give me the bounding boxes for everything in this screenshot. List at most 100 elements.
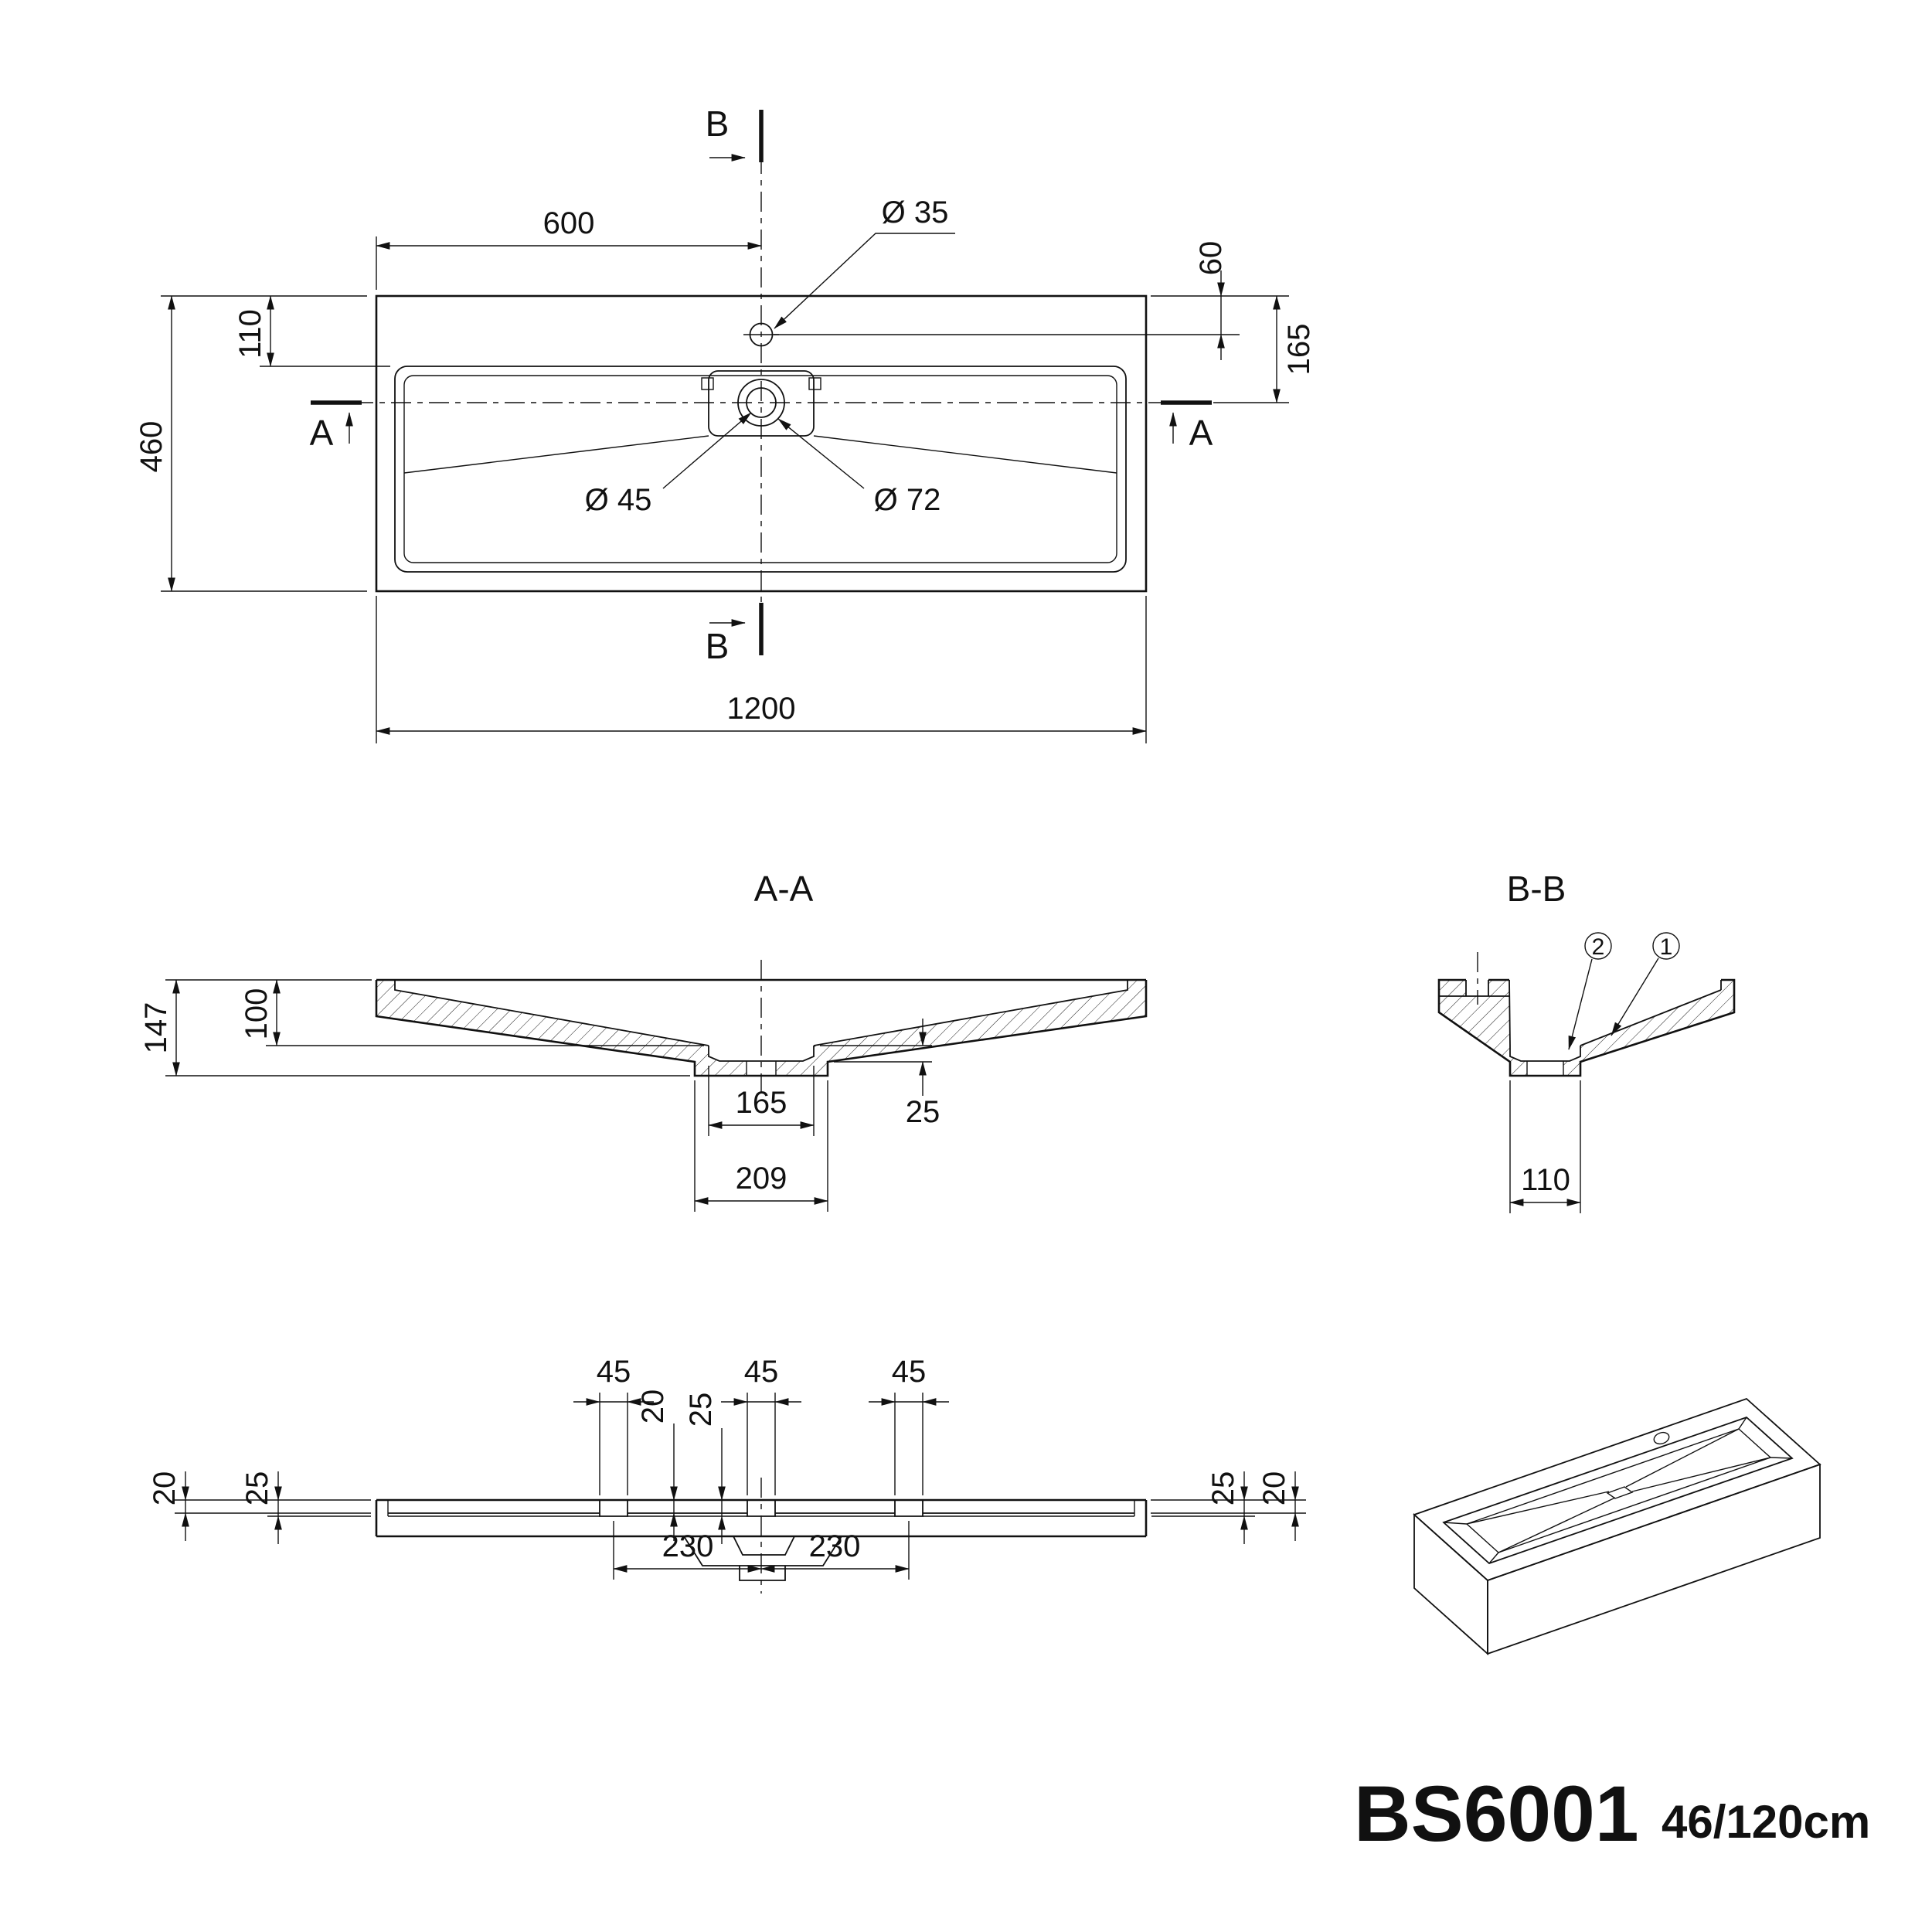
dim-165-plan: 165	[1213, 295, 1316, 403]
plan-floor-crease-left	[403, 435, 709, 474]
section-b-bottom-label: B	[706, 626, 730, 666]
bb-hatch-deck-left	[1439, 980, 1466, 996]
section-a-left-label: A	[310, 413, 334, 453]
dim-faucet-hole: Ø 35	[774, 196, 955, 329]
dim-100-label: 100	[240, 988, 274, 1040]
model-size: 46/120cm	[1662, 1796, 1870, 1848]
dim-110-bb-label: 110	[1521, 1163, 1570, 1197]
bb-basin-profile	[1509, 979, 1722, 1062]
callout-1-label: 1	[1660, 934, 1673, 960]
dim-147-label: 147	[139, 1002, 173, 1054]
bb-hatch-front-wall	[1721, 980, 1734, 1012]
section-marker-b-bottom: B	[706, 603, 764, 666]
dim-45-center: 45	[721, 1355, 801, 1495]
title-block: BS6001 46/120cm	[1354, 1770, 1870, 1858]
section-marker-a-left: A	[310, 400, 362, 453]
dim-460: 460	[134, 295, 367, 592]
dim-45-center-label: 45	[744, 1355, 779, 1389]
bb-hatch-front-floor	[1580, 990, 1734, 1062]
plan-basin-rim-outer	[394, 366, 1127, 573]
callout-2-leader	[1568, 958, 1593, 1050]
bottom-strip-outline	[375, 1498, 1148, 1538]
dim-20-right: 20	[1151, 1471, 1306, 1541]
model-number: BS6001	[1354, 1770, 1639, 1858]
bottom-slot-left	[599, 1500, 628, 1517]
dim-25-aa-label: 25	[906, 1095, 940, 1129]
dim-20-left-label: 20	[148, 1471, 182, 1506]
dim-45-right: 45	[869, 1355, 949, 1495]
bottom-end-reliefs	[387, 1500, 1135, 1516]
callout-1-circle	[1652, 932, 1680, 960]
dim-60: 60	[1151, 241, 1289, 360]
dim-147: 147	[139, 979, 690, 1077]
iso-drain-square	[1606, 1486, 1634, 1499]
dim-drain-hole: Ø 45	[585, 412, 752, 517]
dim-1200: 1200	[376, 596, 1147, 743]
section-aa-title: A-A	[754, 869, 814, 909]
plan-basin-rim-inner	[403, 375, 1117, 563]
bb-hatch-back-wall	[1439, 996, 1510, 1062]
section-marker-a-right: A	[1161, 400, 1213, 453]
callout-2-circle	[1584, 932, 1612, 960]
dim-20-left: 20	[148, 1471, 371, 1541]
dim-110-bb: 110	[1509, 1080, 1581, 1213]
isometric-view	[1413, 1397, 1821, 1656]
aa-hatch-right-wall	[1128, 980, 1146, 1016]
dim-100: 100	[240, 979, 704, 1046]
callout-2: 2	[1568, 932, 1612, 1050]
plan-drain-clip-right	[808, 377, 821, 390]
bb-hatch-deck-right	[1488, 980, 1509, 996]
iso-basin-rim	[1442, 1416, 1794, 1565]
dim-60-label: 60	[1194, 241, 1228, 276]
dim-600-label: 600	[543, 206, 595, 240]
dim-20-right-label: 20	[1257, 1471, 1291, 1506]
dim-45-right-label: 45	[892, 1355, 927, 1389]
bb-deck-underside	[1439, 980, 1509, 997]
aa-hatch-drain-right	[776, 1056, 828, 1076]
dim-600: 600	[376, 206, 762, 290]
dim-110: 110	[233, 295, 390, 367]
aa-hatch-right-floor	[814, 990, 1146, 1062]
dim-165-plan-label: 165	[1282, 324, 1316, 376]
dim-209: 209	[694, 1080, 828, 1212]
section-bb-title: B-B	[1507, 869, 1566, 909]
dim-25-aa: 25	[820, 1019, 940, 1129]
dim-20-center: 20	[636, 1389, 678, 1541]
dim-165-aa-label: 165	[736, 1086, 787, 1120]
dim-drain-flange-label: Ø 72	[874, 483, 941, 517]
dim-25-right: 25	[1151, 1471, 1255, 1544]
iso-left-face	[1413, 1512, 1488, 1656]
bottom-slot-right	[894, 1500, 923, 1517]
dim-45-left: 45	[573, 1355, 654, 1495]
callout-2-label: 2	[1592, 934, 1605, 960]
dim-faucet-hole-label: Ø 35	[882, 196, 949, 230]
dim-230-left-label: 230	[662, 1529, 714, 1563]
dim-230-right-label: 230	[809, 1529, 861, 1563]
dim-165-aa: 165	[708, 1066, 815, 1136]
aa-hatch-left-floor	[376, 990, 709, 1062]
dim-25-left-label: 25	[240, 1471, 274, 1506]
iso-faucet-hole	[1653, 1431, 1670, 1445]
aa-hatch-drain-left	[695, 1056, 747, 1076]
aa-drain-hole	[746, 1061, 777, 1076]
bottom-view: 45 45 45 20	[148, 1355, 1306, 1594]
plan-floor-crease-right	[813, 435, 1117, 474]
section-aa-view: A-A 147 100 165	[139, 869, 1148, 1212]
dim-209-label: 209	[736, 1162, 787, 1196]
dim-drain-hole-label: Ø 45	[585, 483, 652, 517]
dim-25-left: 25	[240, 1471, 371, 1544]
section-bb-view: B-B 2 1 110	[1437, 869, 1736, 1213]
dim-230-right: 230	[760, 1521, 910, 1580]
section-a-right-label: A	[1189, 413, 1213, 453]
section-b-top-label: B	[706, 104, 730, 144]
iso-front-face	[1487, 1463, 1821, 1655]
plan-drain-clip-left	[701, 377, 714, 390]
iso-basin-walls	[1443, 1417, 1793, 1564]
dim-230-left: 230	[613, 1521, 762, 1580]
dim-drain-flange: Ø 72	[777, 418, 941, 517]
section-marker-b-top: B	[706, 104, 764, 162]
plan-view: 600 Ø 35 110 460 60	[134, 104, 1316, 743]
dim-25-center-label: 25	[684, 1393, 718, 1427]
